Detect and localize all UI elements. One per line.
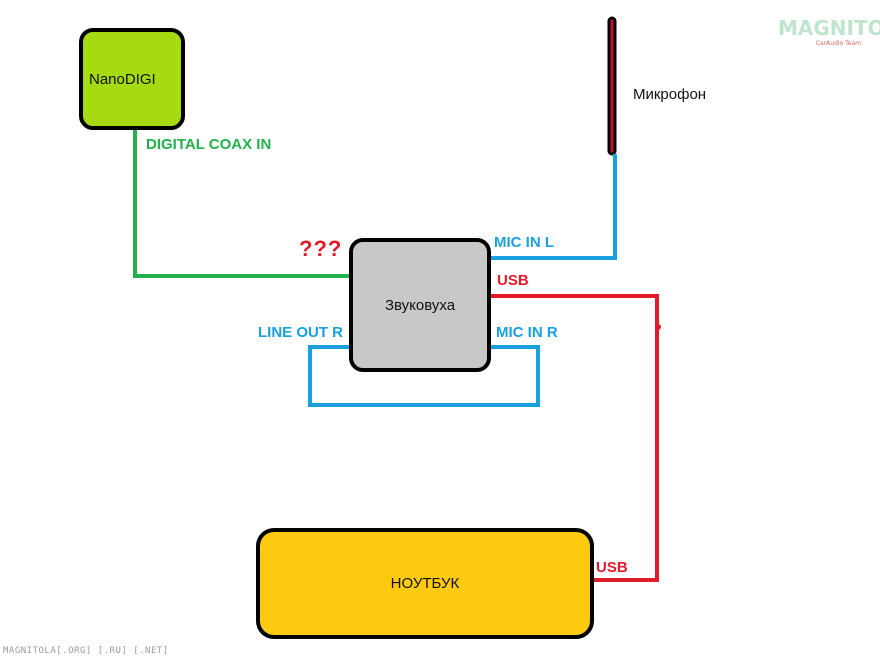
soundcard-box: Звуковуха [349,238,491,372]
usb-wire [490,294,659,582]
line-out-r-label: LINE OUT R [258,324,343,341]
unknown-input-label: ??? [299,236,343,261]
usb-wire-junction [655,324,661,330]
soundcard-label: Звуковуха [384,296,456,314]
microphone-icon [607,16,617,156]
mic-in-l-wire [490,154,617,260]
digital-coax-in-label: DIGITAL COAX IN [146,136,272,153]
laptop-usb-label: USB [596,559,628,576]
watermark-logo-text: MAGNITOLA [778,16,880,40]
microphone-label: Микрофон [633,86,707,103]
watermark-logo: MAGNITOLA CarAudio Team [778,16,880,50]
laptop-box: НОУТБУК [256,528,594,639]
nanodigi-label: NanoDIGI [89,71,156,88]
digital-coax-wire [133,128,350,278]
mic-in-l-label: MIC IN L [494,234,554,251]
watermark-footer: MAGNITOLA[.ORG] [.RU] [.NET] [3,646,169,656]
nanodigi-box: NanoDIGI [79,28,185,130]
laptop-label: НОУТБУК [390,575,460,592]
mic-in-r-label: MIC IN R [496,324,558,341]
watermark-logo-subtext: CarAudio Team [815,40,861,47]
line-out-loop-wire [308,345,540,407]
soundcard-usb-label: USB [497,272,529,289]
